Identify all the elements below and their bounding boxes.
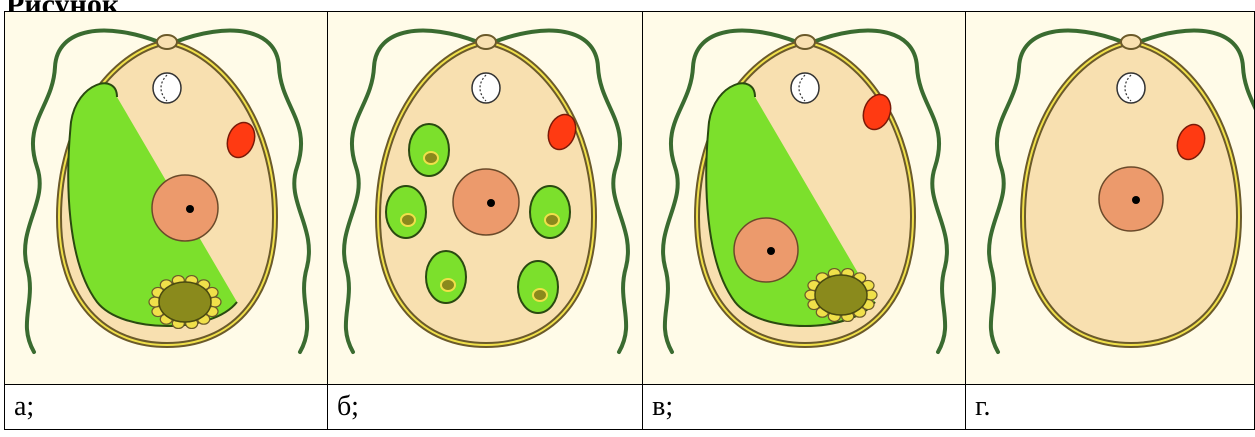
nucleolus: [1132, 196, 1140, 204]
pyrenoid: [815, 275, 867, 315]
panel-c-label: в;: [643, 385, 966, 430]
nucleolus: [487, 199, 495, 207]
panel-b-label: б;: [327, 385, 642, 430]
nucleus: [1099, 167, 1163, 231]
chloroplast: [518, 261, 558, 313]
papilla: [157, 35, 177, 49]
cell-diagram-a: [5, 12, 327, 384]
pyrenoid-small: [533, 289, 547, 301]
pyrenoid-small: [401, 214, 415, 226]
panel-a-label: а;: [5, 385, 328, 430]
chloroplast: [530, 186, 570, 238]
panel-d-image: [966, 12, 1255, 385]
figure-table: а; б; в; г.: [4, 11, 1255, 430]
pyrenoid-small: [545, 214, 559, 226]
contractile-vacuole: [1117, 73, 1145, 103]
contractile-vacuole: [153, 73, 181, 103]
cell-diagram-b: [328, 12, 642, 384]
nucleus: [734, 218, 798, 282]
pyrenoid: [159, 282, 211, 322]
nucleolus: [767, 247, 775, 255]
pyrenoid-small: [424, 152, 438, 164]
panel-d-label: г.: [966, 385, 1255, 430]
nucleus: [152, 175, 218, 241]
papilla: [795, 35, 815, 49]
pyrenoid-small: [441, 279, 455, 291]
cell-diagram-d: [966, 12, 1254, 384]
panel-c-image: [643, 12, 966, 385]
chloroplast: [426, 251, 466, 303]
chloroplast: [386, 186, 426, 238]
chloroplast: [409, 124, 449, 176]
cell-diagram-c: [643, 12, 965, 384]
papilla: [1121, 35, 1141, 49]
contractile-vacuole: [472, 73, 500, 103]
panel-a-image: [5, 12, 328, 385]
papilla: [476, 35, 496, 49]
nucleus: [453, 169, 519, 235]
nucleolus: [186, 205, 194, 213]
contractile-vacuole: [791, 73, 819, 103]
panel-b-image: [327, 12, 642, 385]
